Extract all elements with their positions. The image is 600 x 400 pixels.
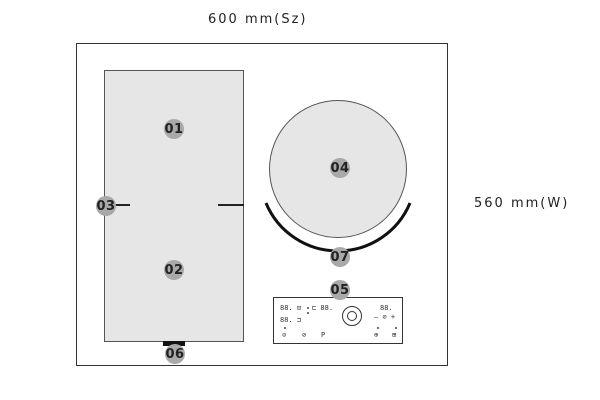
depth-dimension-label: 560 mm(W) xyxy=(474,196,570,211)
flex-cooking-zone xyxy=(104,70,244,342)
bridge-icon[interactable]: ⊞ xyxy=(392,331,397,339)
display-row2-left: 88. ⊐ xyxy=(280,316,302,324)
marker-01: 01 xyxy=(164,119,184,139)
zone-divider-left xyxy=(112,204,130,206)
boost-icon[interactable]: ⊕ xyxy=(374,331,379,339)
indicator-dot xyxy=(307,312,309,314)
timer-controls[interactable]: – ⊘ + xyxy=(374,313,396,321)
marker-06: 06 xyxy=(165,344,185,364)
marker-04: 04 xyxy=(330,158,350,178)
timer-display: 88. xyxy=(380,304,393,312)
indicator-dot xyxy=(377,327,379,329)
width-dimension-label: 600 mm(Sz) xyxy=(208,12,308,27)
indicator-dot xyxy=(307,307,309,309)
display-row1-mid: ⊏ 88. xyxy=(312,304,334,312)
lock-icon[interactable]: ⊘ xyxy=(302,331,307,339)
front-edge-tab xyxy=(163,341,185,346)
knob-center[interactable] xyxy=(347,311,357,321)
marker-07: 07 xyxy=(330,247,350,267)
indicator-dot xyxy=(284,327,286,329)
marker-02: 02 xyxy=(164,260,184,280)
slider-control-knob[interactable] xyxy=(342,306,362,326)
control-panel: 88. ⊡ ⊏ 88. 88. ⊐ 88. – ⊘ + ⊙ ⊘ P ⊕ ⊞ xyxy=(273,297,403,344)
pause-icon[interactable]: P xyxy=(321,331,326,339)
display-row1-left: 88. ⊡ xyxy=(280,304,302,312)
zone-divider-right xyxy=(218,204,244,206)
marker-03: 03 xyxy=(96,196,116,216)
indicator-dot xyxy=(395,327,397,329)
power-icon[interactable]: ⊙ xyxy=(282,331,287,339)
marker-05: 05 xyxy=(330,280,350,300)
